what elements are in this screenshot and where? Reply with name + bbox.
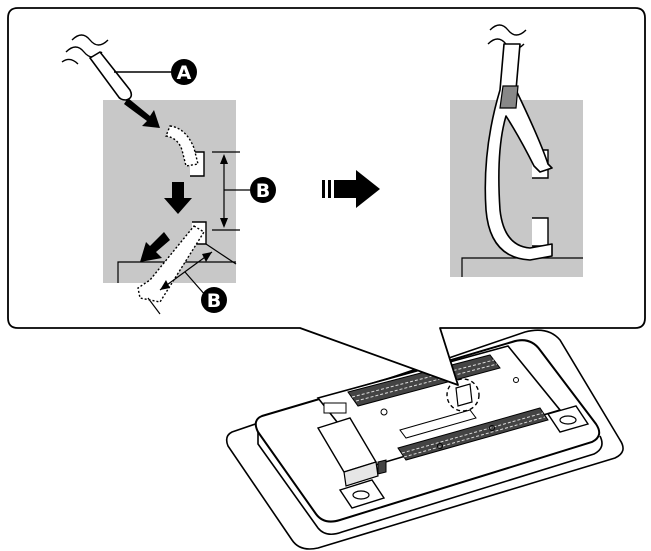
device-connector-strip-bottom: [397, 407, 549, 461]
device-screw-4: [489, 425, 495, 431]
device-connector-strip-top-ribs: [351, 359, 498, 402]
device-side-port: [377, 459, 387, 475]
device-cable-holder: [455, 383, 473, 407]
callout-label-a: A: [177, 62, 192, 84]
callout-label-b-diagonal: B: [207, 290, 221, 312]
cable-tool-a: [61, 34, 174, 101]
device-stand-left-face: [343, 461, 379, 487]
callout-label-b-vertical: B: [256, 180, 270, 202]
dimension-b-vertical: [212, 151, 250, 231]
step-two-panel: [450, 24, 583, 277]
diagonal-arrow-icon: [140, 232, 170, 262]
device-foot-hole-right: [559, 415, 577, 425]
down-arrow-icon: [164, 182, 192, 214]
transition-arrow-icon: [322, 170, 380, 208]
device-connector-strip-middle: [399, 409, 477, 439]
device-screw-3: [513, 377, 519, 383]
device-detail-block: [323, 402, 347, 414]
callout-badge-b-vertical: B: [250, 177, 276, 203]
device-foot-hole-left: [352, 490, 370, 500]
cable-icon: [88, 50, 133, 101]
dimension-b-diagonal: [147, 243, 237, 315]
upper-cable-dotted: [165, 125, 199, 167]
device-housing-edge: [257, 432, 603, 536]
callout-badge-a: A: [171, 59, 197, 85]
lower-cable-dotted: [137, 225, 205, 303]
callout-badge-icon: [250, 177, 276, 203]
insertion-arrow-icon: [124, 98, 160, 128]
device-screw-1: [380, 408, 388, 416]
device-connector-strip-bottom-ribs: [401, 412, 546, 458]
step-one-ledge: [117, 261, 236, 283]
lower-slot-result: [532, 217, 549, 247]
callout-badge-icon: [171, 59, 197, 85]
callout-badge-icon: [201, 287, 227, 313]
callout-badge-b-diagonal: B: [201, 287, 227, 313]
cable-band: [499, 85, 519, 109]
step-one-panel: [103, 98, 250, 315]
device-highlight-circle: [446, 378, 480, 412]
device-illustration: [225, 329, 624, 550]
device-screw-2: [437, 443, 443, 449]
